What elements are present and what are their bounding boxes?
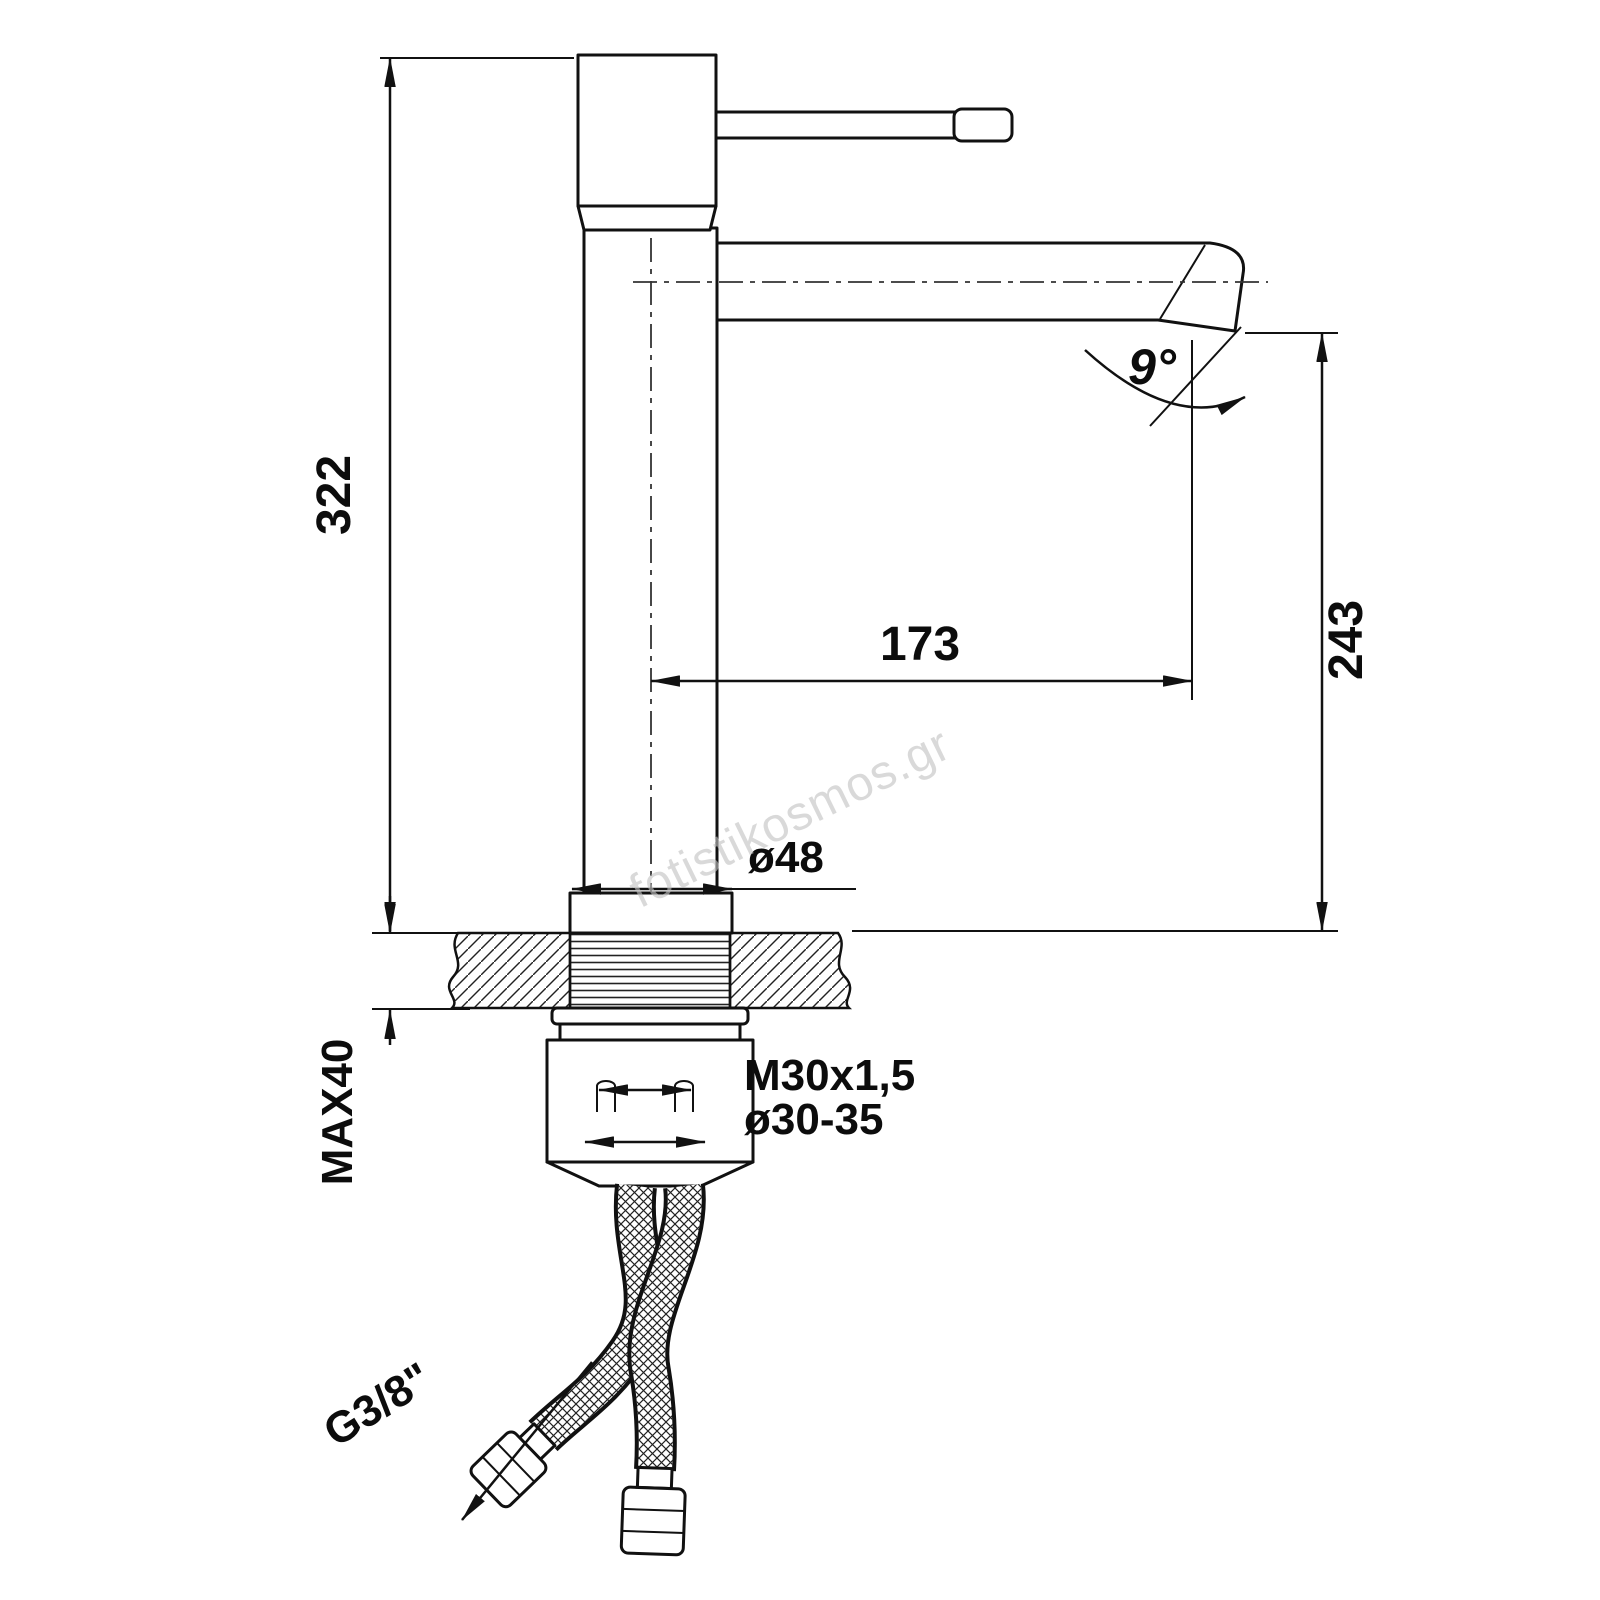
faucet-spout — [715, 241, 1246, 333]
flex-hoses — [469, 1183, 706, 1557]
handle-lever-knurled-tip — [952, 107, 1014, 143]
handle-taper — [576, 204, 718, 232]
washer-plate-upper — [550, 1006, 750, 1026]
handle-lever-rod — [714, 110, 958, 140]
dim-angle-label: 9° — [1128, 339, 1177, 395]
hose-nut-right-hex — [619, 1485, 687, 1557]
mounting-nut-body — [545, 1038, 755, 1164]
dim-dia30-35-label: ø30-35 — [744, 1095, 883, 1144]
hose-nut-left-flats — [481, 1442, 536, 1497]
dim-angle-plane-ext — [1149, 326, 1242, 427]
hose-nut-right-flats — [621, 1507, 685, 1535]
dim-hole-range: ø30-35 — [584, 1095, 883, 1148]
centerlines — [633, 238, 1268, 928]
mounting-nut-skirt — [545, 1160, 755, 1188]
countertop-left-slab — [447, 931, 572, 1010]
hose-right — [627, 1183, 706, 1472]
spout-arm — [715, 241, 1246, 333]
dim-322-label: 322 — [308, 455, 361, 535]
handle-knurled-cylinder — [576, 53, 718, 208]
dim-max-thickness: MAX40 — [313, 896, 470, 1185]
dim-g38-label: G3/8" — [315, 1353, 440, 1456]
washer-plate-lower — [558, 1022, 742, 1042]
dim-spout-reach: 173 — [650, 340, 1193, 700]
dim-angle-arc — [1084, 349, 1246, 416]
faucet-handle — [576, 53, 1014, 232]
mounting-hardware — [545, 1006, 755, 1188]
countertop — [447, 931, 853, 1010]
dim-base-diameter: ø48 — [571, 833, 856, 895]
hose-nut-right — [619, 1465, 687, 1557]
hose-right-braid — [631, 1183, 702, 1471]
dim-173-label: 173 — [880, 618, 960, 671]
dim-spout-height: 243 — [852, 332, 1373, 932]
hose-nut-right-collar — [635, 1465, 674, 1491]
dim-max40-label: MAX40 — [313, 1039, 362, 1186]
dim-m30-label: M30x1,5 — [744, 1051, 915, 1100]
dim-243-label: 243 — [1320, 600, 1373, 680]
threaded-shank — [568, 931, 732, 1010]
dim-dia48-label: ø48 — [748, 833, 824, 882]
dim-g38-leader — [461, 1361, 593, 1521]
dim-spout-angle: 9° — [1084, 326, 1246, 427]
hose-left — [528, 1183, 666, 1452]
dim-mounting-thread: M30x1,5 — [598, 1051, 915, 1100]
countertop-right-slab — [728, 931, 853, 1010]
dim-total-height: 322 — [308, 57, 574, 934]
